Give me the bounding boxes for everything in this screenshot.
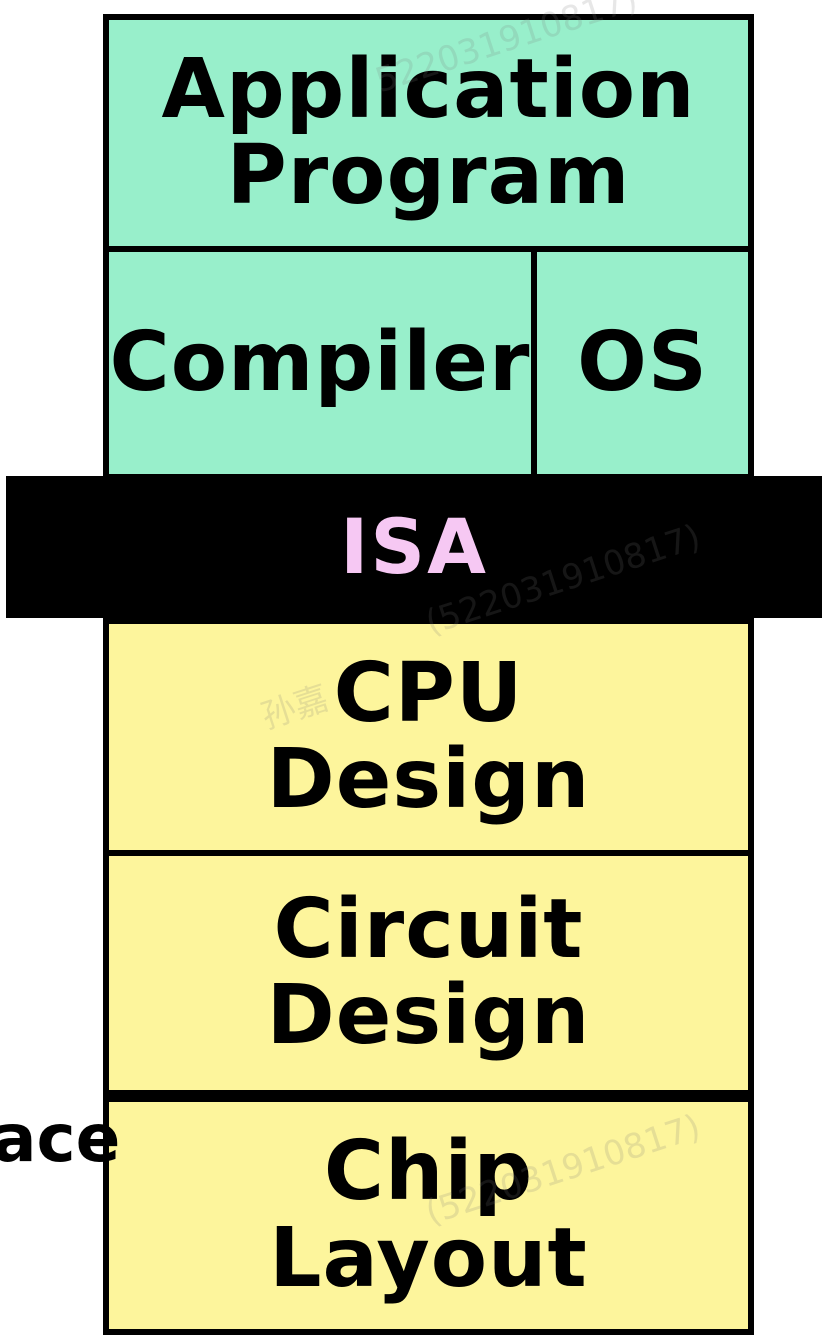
compiler-layer: Compiler	[103, 252, 537, 480]
application-program-layer: Application Program	[103, 14, 754, 252]
layout-label: Layout	[269, 1210, 588, 1306]
application-label: Application	[161, 41, 696, 137]
circuit-design-layer: Circuit Design	[103, 850, 754, 1096]
cpu-label: CPU	[333, 645, 524, 741]
cpu-design-layer: CPU Design	[103, 618, 754, 856]
circuit-label: Circuit	[273, 881, 584, 977]
os-layer: OS	[531, 252, 754, 480]
circuit-design-label: Design	[266, 968, 591, 1063]
compiler-label: Compiler	[109, 314, 531, 410]
isa-label: ISA	[340, 502, 488, 592]
cpu-design-label: Design	[266, 732, 591, 827]
os-label: OS	[577, 314, 708, 410]
cropped-side-label: ace	[0, 1100, 121, 1177]
chip-layout-layer: Chip Layout	[103, 1096, 754, 1335]
isa-band: ISA	[6, 476, 822, 618]
chip-label: Chip	[323, 1124, 534, 1220]
program-label: Program	[226, 128, 631, 223]
